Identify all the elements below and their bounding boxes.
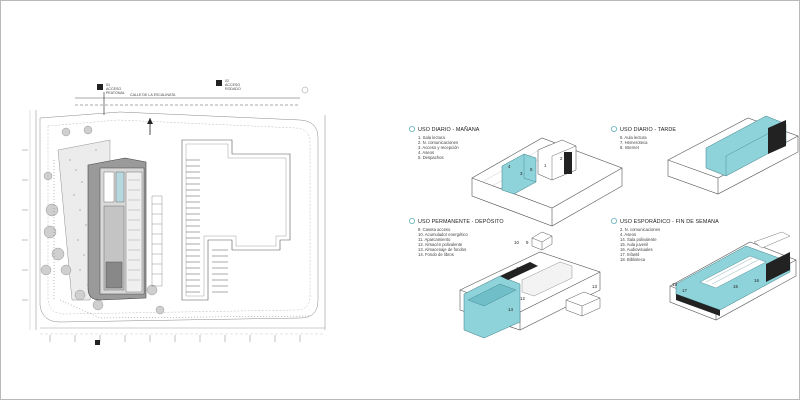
panel-item: 15. Aula juvenil bbox=[620, 242, 648, 247]
callout: 1 bbox=[544, 163, 547, 168]
parking-strip bbox=[151, 195, 163, 287]
panel-item: 12. Almacén polivalente bbox=[418, 242, 463, 247]
panel-permanent: USO PERMANENTE - DEPÓSITO 9. Caseta acce… bbox=[408, 217, 601, 339]
callout: 12 bbox=[520, 296, 525, 301]
callout: 11 bbox=[516, 266, 521, 271]
hatching bbox=[186, 159, 228, 293]
axo-mass bbox=[667, 115, 799, 195]
axo-kiosk bbox=[531, 231, 553, 251]
building-footprint bbox=[87, 157, 147, 301]
panel-bullet-icon bbox=[408, 126, 415, 133]
panel-bullet-icon bbox=[611, 126, 618, 133]
panel-item: 9. Caseta acceso bbox=[418, 227, 451, 232]
panel-item: 5. Despachos bbox=[418, 155, 444, 160]
trees bbox=[40, 125, 165, 315]
panel-title: USO DIARIO - MAÑANA bbox=[418, 126, 480, 133]
callout: 10 bbox=[514, 240, 519, 245]
panel-item: 14. Fondo de libros bbox=[418, 252, 454, 257]
panel-item: 2. N. comunicaciones bbox=[620, 227, 660, 232]
panel-item: 2. N. comunicaciones bbox=[418, 140, 458, 145]
panel-item: 1. Sala lectura bbox=[418, 135, 445, 140]
callout: 9 bbox=[526, 240, 529, 245]
panel-morning: USO DIARIO - MAÑANA 1. Sala lectura 2. N… bbox=[408, 126, 623, 227]
panel-item: 4. Aseos bbox=[620, 232, 636, 237]
dotted-edges bbox=[53, 160, 311, 319]
panel-bullet-icon bbox=[408, 217, 415, 224]
callout: 16 bbox=[754, 278, 759, 283]
axo-mass bbox=[471, 137, 623, 227]
axo-mass bbox=[669, 231, 797, 321]
neighbour-blocks bbox=[181, 139, 291, 301]
callout: 4 bbox=[508, 164, 511, 169]
panel-title: USO ESPORÁDICO - FIN DE SEMANA bbox=[620, 218, 719, 225]
callout: 14 bbox=[508, 307, 513, 312]
bottom-marker bbox=[95, 340, 100, 345]
callout: 15 bbox=[733, 284, 738, 289]
plan-legend-1-b: PEATONAL bbox=[106, 91, 125, 95]
panel-title: USO PERMANENTE - DEPÓSITO bbox=[418, 218, 504, 225]
panel-item: 13. Almacenaje de fondos bbox=[418, 247, 466, 252]
callout: 2 bbox=[560, 156, 563, 161]
legend-markers bbox=[97, 80, 309, 135]
callout: 18 bbox=[672, 282, 677, 287]
panel-item: 11. Aparcamiento bbox=[418, 237, 451, 242]
panel-item: 10. Acumulador energético bbox=[418, 232, 468, 237]
plan-street-label: CALLE DE LA ESCALINATA bbox=[130, 93, 176, 97]
panel-item: 18. Biblioteca bbox=[620, 257, 646, 262]
panel-item: 8. Internet bbox=[620, 145, 640, 150]
panel-item: 7. Hemeroteca bbox=[620, 140, 648, 145]
plan-legend-1-a: ACCESO bbox=[106, 87, 121, 91]
axo-storage bbox=[565, 291, 601, 317]
panel-title: USO DIARIO - TARDE bbox=[620, 127, 676, 133]
axo-mass bbox=[459, 251, 601, 339]
plan-legend-1-num: 01 bbox=[106, 83, 110, 87]
callout: 3 bbox=[520, 171, 523, 176]
callout: 17 bbox=[682, 288, 687, 293]
panel-item: 3. Acceso y recepción bbox=[418, 145, 459, 150]
panel-weekend: USO ESPORÁDICO - FIN DE SEMANA 2. N. com… bbox=[611, 217, 797, 321]
panel-bullet-icon bbox=[611, 217, 618, 224]
dim-ticks bbox=[22, 149, 301, 342]
panel-item: 17. Infantil bbox=[620, 252, 639, 257]
panel-item: 4. Aseos bbox=[418, 150, 434, 155]
plan-legend-2-a: ACCESO bbox=[225, 83, 240, 87]
panel-item: 6. Aula lectura bbox=[620, 135, 647, 140]
plan-legend-2-b: RODADO bbox=[225, 87, 241, 91]
callout: 5 bbox=[530, 167, 533, 172]
panel-afternoon: USO DIARIO - TARDE 6. Aula lectura 7. He… bbox=[611, 115, 799, 195]
panel-item: 16. Audiovisuales bbox=[620, 247, 653, 252]
callout: 13 bbox=[592, 284, 597, 289]
panel-item: 14. Sala polivalente bbox=[620, 237, 657, 242]
plan-legend-2-num: 02 bbox=[225, 79, 229, 83]
